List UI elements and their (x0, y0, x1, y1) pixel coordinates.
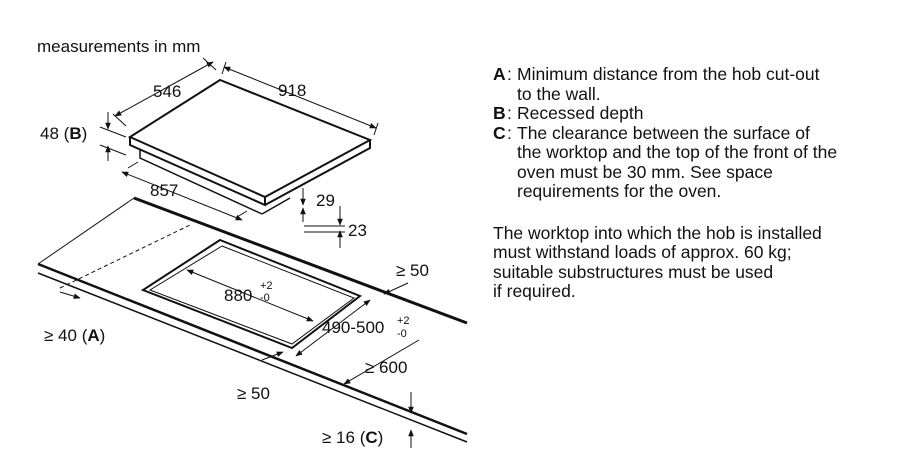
dim-918 (221, 61, 379, 136)
legend-item-b: B: Recessed depth (493, 103, 913, 124)
measurements-heading: measurements in mm (37, 37, 200, 56)
hob-right-edge (264, 140, 371, 206)
dim-880-tol-up: +2 (260, 280, 273, 292)
dim-rear-50 (383, 282, 409, 295)
dim-857-label: 857 (150, 181, 178, 200)
hob-base-right (261, 197, 291, 215)
dim-clearance-16-c-label: ≥ 16 (C) (322, 428, 383, 447)
dim-880-label: 880 (224, 286, 252, 305)
note-line: must withstand loads of approx. 60 kg; (493, 242, 792, 262)
note-line: if required. (493, 281, 576, 301)
wall-projection-line (59, 224, 191, 289)
dim-48-b-label: 48 (B) (40, 124, 87, 143)
legend-key: A (493, 64, 506, 84)
legend-key: B (493, 103, 506, 123)
worktop-rear-edge (133, 196, 468, 325)
dim-29-label: 29 (316, 191, 335, 210)
worktop-left-edge-bottom (37, 272, 468, 443)
dim-48-b (99, 112, 127, 161)
worktop-left-edge-top (37, 262, 468, 436)
legend: A: Minimum distance from the hob cut-out… (493, 64, 913, 302)
worktop-front-edge (37, 197, 135, 265)
legend-text-line: requirements for the oven. (517, 181, 722, 201)
dim-wall-40-a-label: ≥ 40 (A) (44, 326, 105, 345)
legend-text-line: Recessed depth (517, 103, 644, 123)
legend-key: C (493, 122, 506, 143)
legend-text-line: to the wall. (517, 83, 601, 104)
legend-text-line: The clearance between the surface of (517, 122, 810, 143)
dim-546 (112, 57, 217, 127)
dim-490-500-tol-up: +2 (397, 315, 410, 327)
dim-857 (121, 161, 248, 221)
dim-front-600 (343, 339, 420, 385)
dim-918-label: 918 (278, 81, 306, 100)
dim-880 (186, 269, 314, 322)
legend-item-a: A: Minimum distance from the hob cut-out… (493, 64, 913, 104)
legend-item-c: C: The clearance between the surface of … (493, 122, 913, 202)
dim-wall-40-a (59, 291, 81, 299)
dim-23 (304, 206, 345, 248)
load-note: The worktop into which the hob is instal… (493, 222, 913, 302)
dim-23-label: 23 (348, 221, 367, 240)
dim-490-500-label: 490-500 (322, 318, 384, 337)
note-line: suitable substructures must be used (493, 261, 774, 282)
dim-546-label: 546 (153, 82, 181, 101)
dim-front-600-label: ≥ 600 (365, 358, 407, 377)
note-line: The worktop into which the hob is instal… (493, 222, 822, 243)
dim-front-50-label: ≥ 50 (237, 384, 270, 403)
legend-text-line: oven must be 30 mm. See space (517, 161, 773, 182)
dim-490-500-tol-down: -0 (397, 328, 407, 340)
dim-front-50 (261, 351, 284, 361)
legend-text-line: the worktop and the top of the front of … (517, 142, 838, 162)
legend-text-line: Minimum distance from the hob cut-out (517, 64, 820, 84)
dim-rear-50-label: ≥ 50 (396, 261, 429, 280)
dim-490-500 (295, 299, 371, 357)
dim-880-tol-down: -0 (260, 292, 270, 304)
worktop (37, 196, 468, 443)
